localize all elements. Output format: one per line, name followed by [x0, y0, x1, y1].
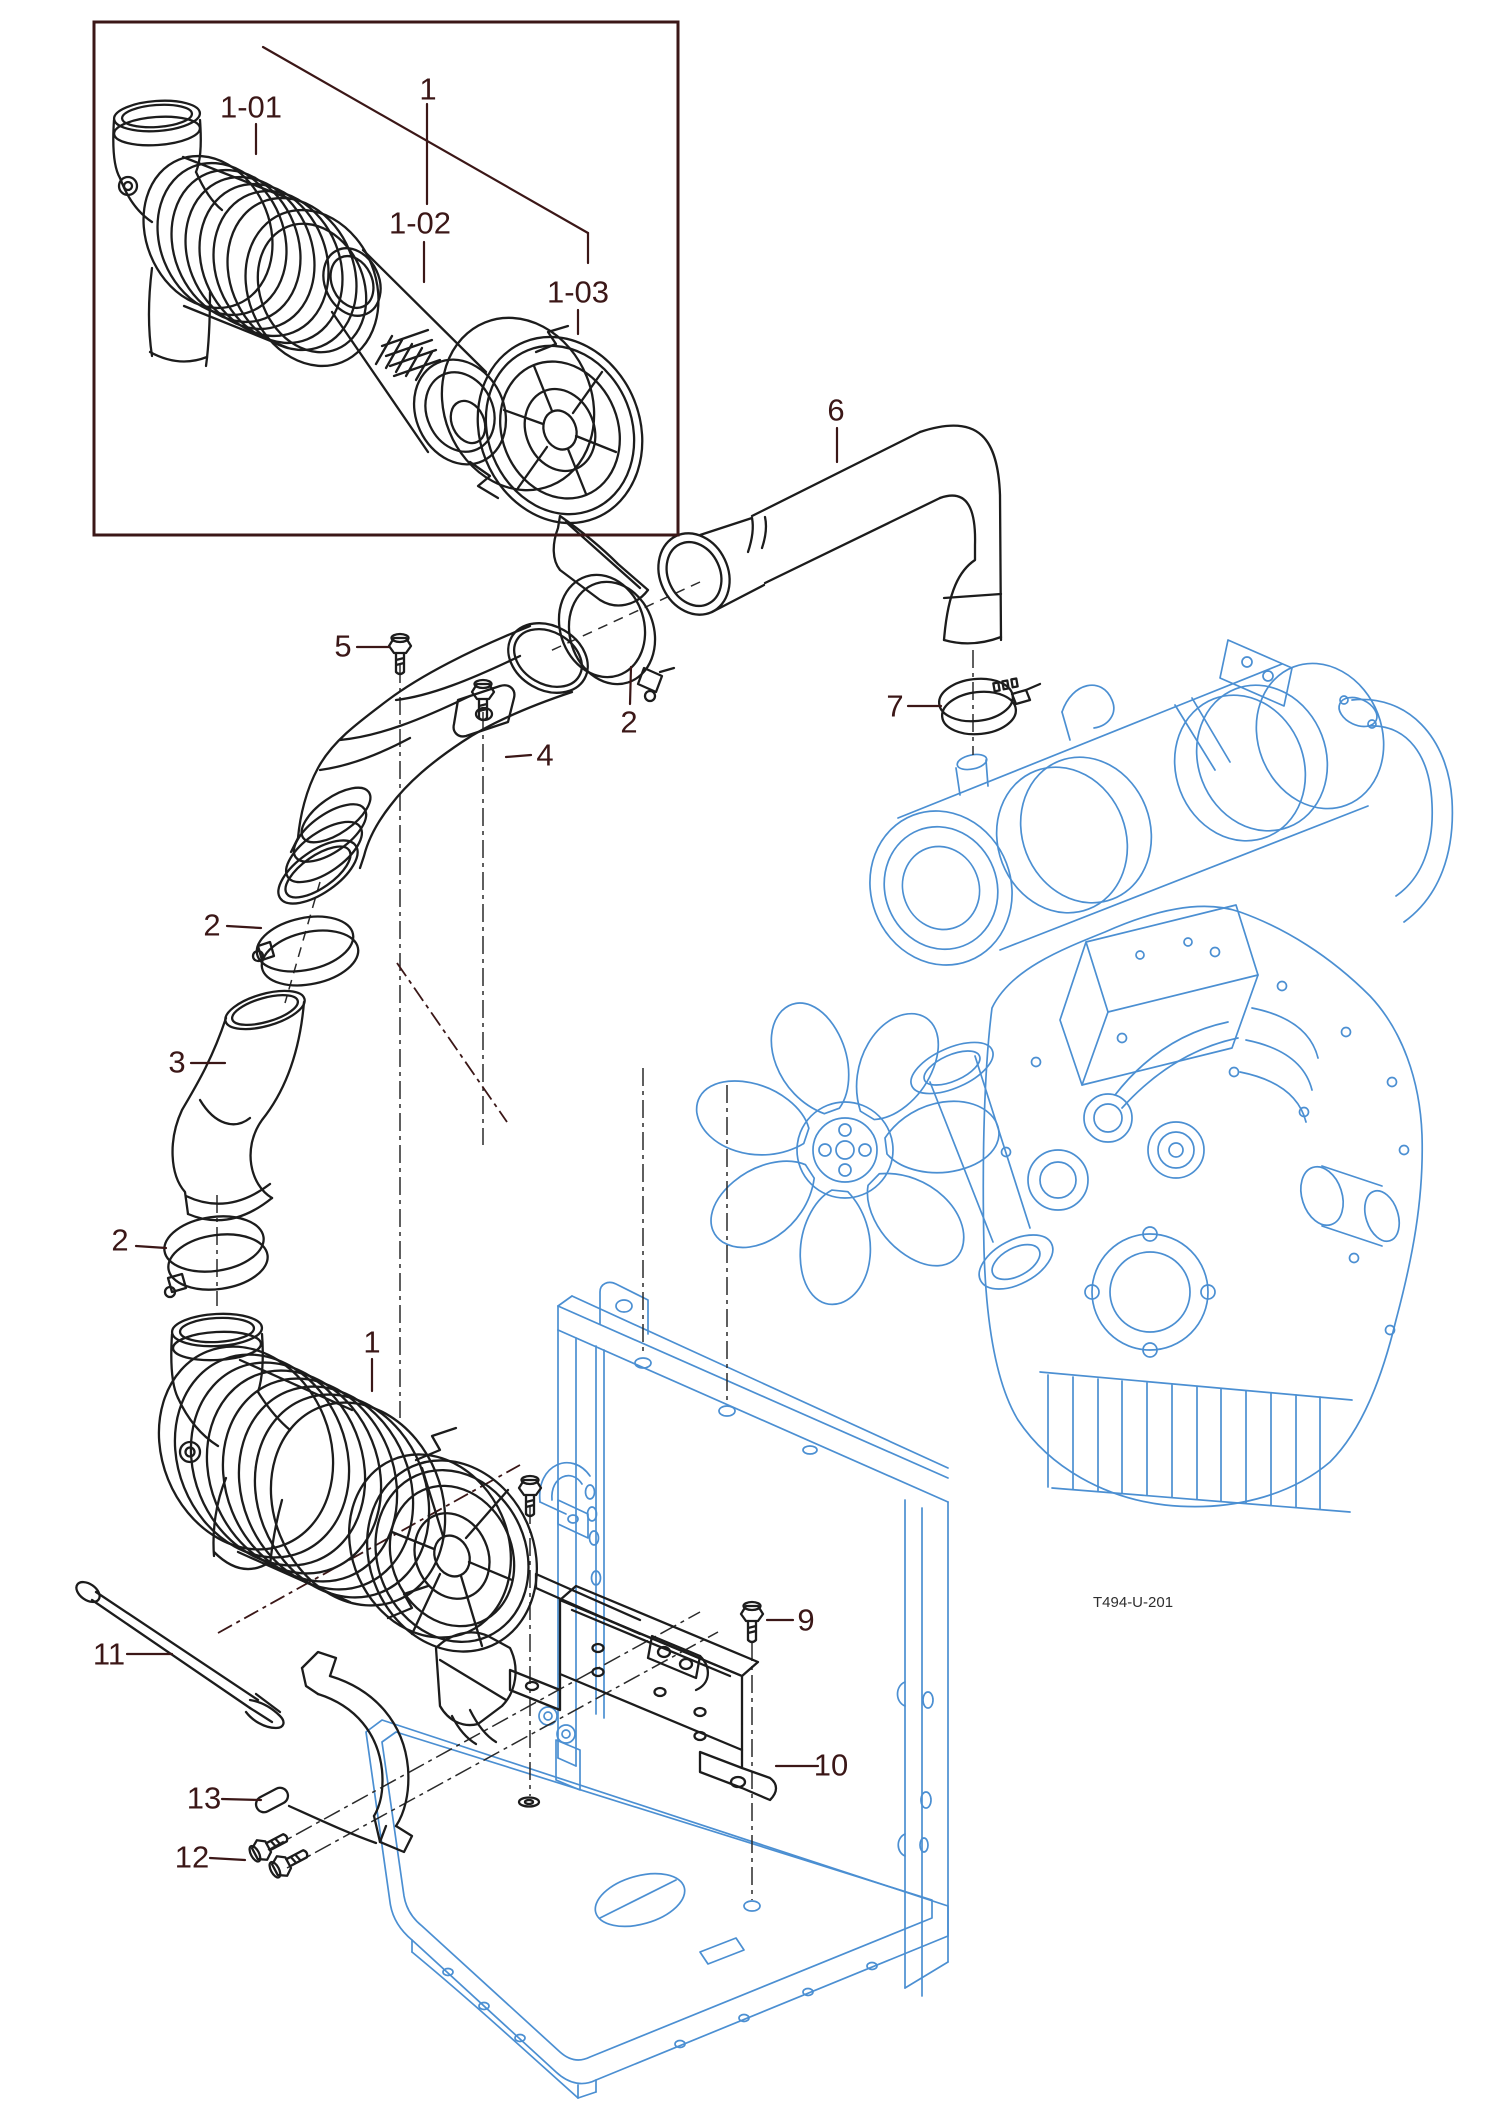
bolt-12a: [248, 1833, 289, 1863]
engine-illustration: [684, 639, 1454, 1513]
callout-10: 10: [813, 1747, 849, 1783]
part-6-intake-hose: [657, 424, 1003, 645]
part-3-elbow-tube: [171, 989, 306, 1222]
bolt-5: [387, 632, 413, 676]
inset-detail-box: [92, 20, 680, 537]
callout-12: 12: [174, 1839, 210, 1875]
callout-leader-lines: [125, 45, 943, 1862]
callout-3: 3: [168, 1044, 186, 1080]
clamp-2-middle: [251, 915, 360, 987]
centerlines: [216, 581, 974, 1900]
bolt-12b: [268, 1849, 309, 1879]
part-1-01-air-cleaner-body: [112, 99, 380, 368]
part-4-intake-duct: [277, 622, 589, 905]
support-frame: [365, 1281, 949, 2099]
part-10-mounting-bracket: [508, 1572, 778, 1802]
part-1-03-end-cover: [440, 316, 650, 607]
bolt-9: [739, 1600, 765, 1644]
frame-bolt: [517, 1474, 543, 1518]
part-1-02-filter-element: [322, 247, 508, 466]
callout-1-03: 1-03: [546, 274, 610, 310]
callout-2-middle: 2: [203, 907, 221, 943]
washer: [517, 1796, 541, 1808]
callout-1-01: 1-01: [219, 89, 283, 125]
callout-1-main: 1: [363, 1324, 381, 1360]
part-13-band: [254, 1650, 414, 1854]
callout-6: 6: [827, 392, 845, 428]
clamp-2-upper: [557, 573, 676, 703]
reference-lines: [217, 962, 521, 1634]
callout-2-lower: 2: [111, 1222, 129, 1258]
clamp-7: [937, 677, 1042, 736]
callout-9: 9: [797, 1602, 815, 1638]
callout-13: 13: [186, 1780, 222, 1816]
callout-4: 4: [536, 737, 554, 773]
callout-11: 11: [92, 1636, 126, 1672]
engine-fan: [684, 994, 1000, 1312]
part-1-air-cleaner-assembly: [157, 1312, 539, 1746]
clamp-2-lower: [163, 1215, 269, 1299]
callout-1-inset: 1: [419, 71, 437, 107]
callout-7: 7: [886, 688, 904, 724]
drawing-code: T494-U-201: [1093, 1594, 1174, 1611]
callout-1-02: 1-02: [388, 205, 452, 241]
duct-mount-bolt: [470, 678, 496, 722]
callout-2-upper: 2: [620, 704, 638, 740]
callout-5: 5: [334, 628, 352, 664]
